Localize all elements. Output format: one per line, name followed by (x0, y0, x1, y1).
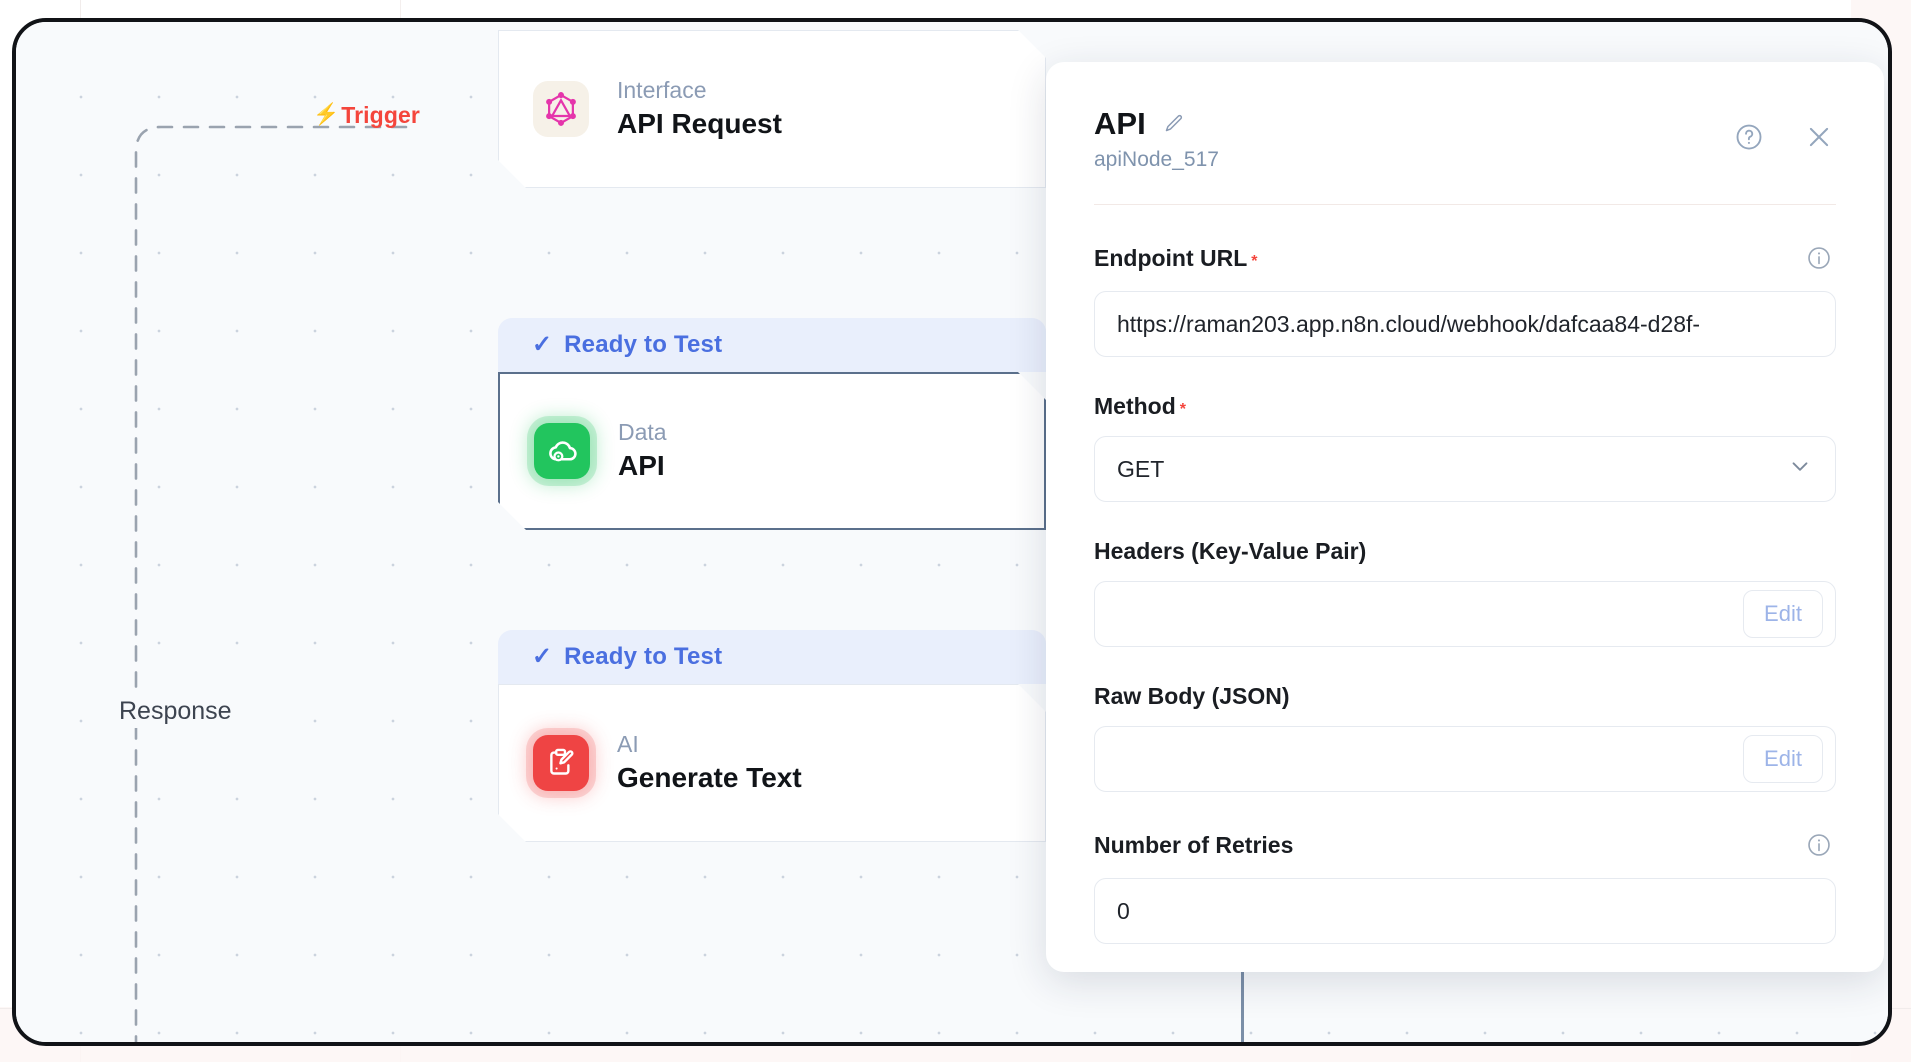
field-label: Raw Body (JSON) (1094, 683, 1290, 709)
node-title-label: API (618, 449, 665, 481)
field-label: Method (1094, 393, 1176, 419)
field-label: Headers (Key-Value Pair) (1094, 538, 1367, 564)
page-title: API (1094, 105, 1146, 141)
field-label-row: Headers (Key-Value Pair) (1094, 538, 1836, 565)
graphql-icon (533, 81, 589, 137)
required-asterisk: * (1179, 401, 1186, 418)
response-label: Response (112, 695, 239, 728)
headers-edit-button[interactable]: Edit (1743, 590, 1823, 638)
number-of-retries-input[interactable]: 0 (1094, 878, 1836, 944)
field-label-row: Method* (1094, 393, 1836, 420)
node-title-label: API Request (617, 107, 782, 139)
field-label-wrap: Method* (1094, 393, 1186, 420)
status-badge-text: Ready to Test (564, 643, 723, 670)
info-icon[interactable] (1802, 828, 1836, 862)
field-label: Endpoint URL (1094, 244, 1248, 271)
cloud-gear-icon (534, 423, 590, 479)
lightning-bolt-icon: ⚡ (313, 103, 340, 126)
field-raw-body: Raw Body (JSON) Edit (1094, 683, 1836, 792)
trigger-label: ⚡ Trigger (313, 102, 420, 129)
panel-header-actions (1732, 106, 1836, 154)
field-label-wrap: Endpoint URL* (1094, 245, 1258, 272)
status-badge-ready-to-test-3: ✓ Ready to Test (498, 630, 1046, 684)
check-icon: ✓ (532, 643, 553, 670)
help-circle-icon[interactable] (1732, 120, 1766, 154)
status-badge-ready-to-test-2: ✓ Ready to Test (498, 318, 1046, 372)
headers-input[interactable]: Edit (1094, 581, 1836, 647)
node-card-api-request[interactable]: Interface API Request (498, 30, 1046, 188)
field-method: Method* GET (1094, 393, 1836, 502)
node-text-3: AI Generate Text (617, 732, 802, 793)
node-kind-label: Data (618, 419, 667, 446)
node-kind-label: Interface (617, 77, 707, 104)
info-icon[interactable] (1802, 241, 1836, 275)
field-number-of-retries: Number of Retries 0 (1094, 828, 1836, 944)
clipboard-pencil-icon (533, 735, 589, 791)
endpoint-url-value: https://raman203.app.n8n.cloud/webhook/d… (1117, 310, 1701, 337)
method-value: GET (1117, 455, 1165, 482)
trigger-label-text: Trigger (341, 102, 420, 128)
node-id-label: apiNode_517 (1094, 148, 1219, 171)
node-card-api[interactable]: Data API (498, 372, 1046, 530)
node-card-generate-text[interactable]: AI Generate Text (498, 684, 1046, 842)
field-endpoint-url: Endpoint URL* https://raman203.app.n8n.c… (1094, 241, 1836, 357)
panel-header: API apiNode_517 (1094, 106, 1836, 170)
field-headers: Headers (Key-Value Pair) Edit (1094, 538, 1836, 647)
method-select[interactable]: GET (1094, 436, 1836, 502)
node-text-1: Interface API Request (617, 78, 782, 139)
field-label: Number of Retries (1094, 831, 1294, 858)
status-badge-text: Ready to Test (564, 331, 723, 358)
raw-body-edit-button[interactable]: Edit (1743, 735, 1823, 783)
field-label-row: Raw Body (JSON) (1094, 683, 1836, 710)
node-title-label: Generate Text (617, 761, 802, 793)
raw-body-input[interactable]: Edit (1094, 726, 1836, 792)
chevron-down-icon (1787, 453, 1813, 485)
close-icon[interactable] (1802, 120, 1836, 154)
panel-title-group: API apiNode_517 (1094, 106, 1219, 171)
endpoint-url-input[interactable]: https://raman203.app.n8n.cloud/webhook/d… (1094, 291, 1836, 357)
node-properties-panel: API apiNode_517 (1046, 62, 1884, 972)
node-text-2: Data API (618, 420, 667, 481)
pencil-icon[interactable] (1157, 106, 1191, 140)
required-asterisk: * (1251, 252, 1258, 270)
number-of-retries-value: 0 (1117, 897, 1130, 924)
app-window: ⚡ Trigger Response (12, 18, 1892, 1046)
field-label-row: Endpoint URL* (1094, 241, 1836, 275)
node-column: Interface API Request ✓ Ready to Test (486, 22, 1263, 1042)
panel-divider (1094, 204, 1836, 205)
check-icon: ✓ (532, 331, 553, 358)
panel-title-row: API (1094, 106, 1219, 140)
node-kind-label: AI (617, 731, 639, 758)
field-label-row: Number of Retries (1094, 828, 1836, 862)
